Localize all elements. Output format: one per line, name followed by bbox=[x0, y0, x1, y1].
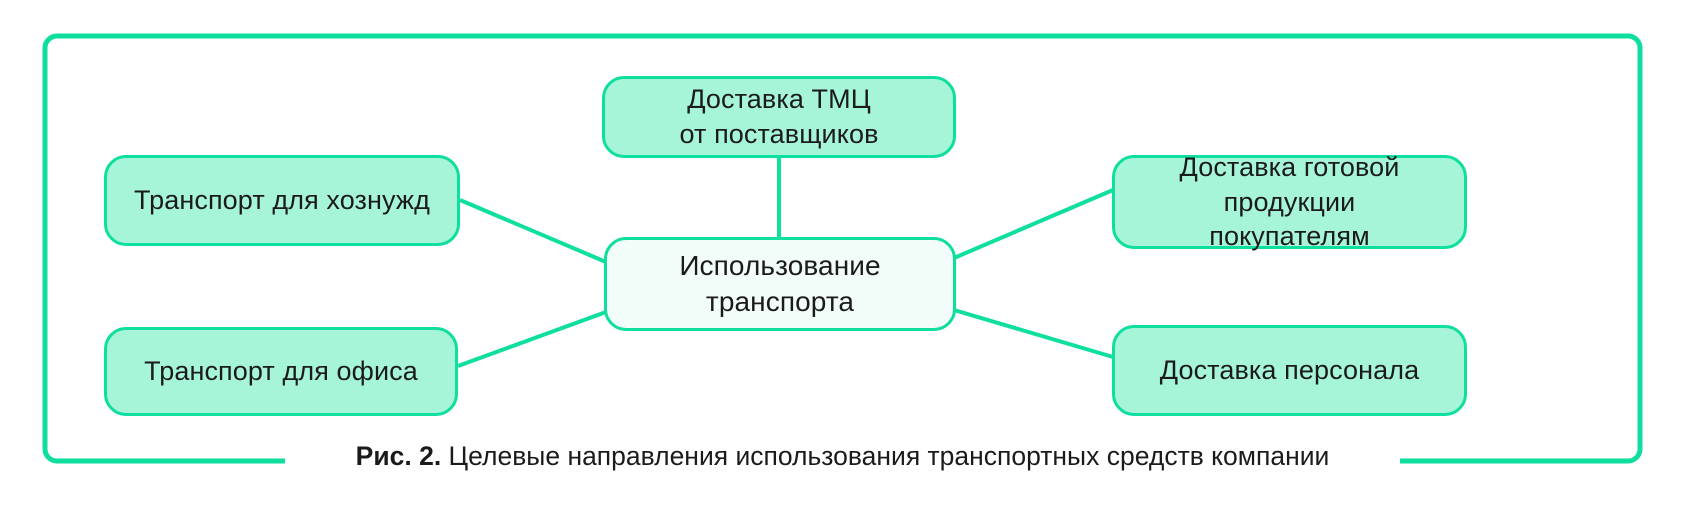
edge-center-to-delivery-products bbox=[953, 188, 1114, 260]
figure-caption-number: Рис. 2. bbox=[355, 441, 442, 471]
figure-frame bbox=[42, 33, 1643, 464]
figure-caption-text: Целевые направления использования трансп… bbox=[441, 441, 1330, 471]
node-transport-hoznuzhd[interactable]: Транспорт для хознужд bbox=[104, 155, 460, 246]
node-delivery-personnel[interactable]: Доставка персонала bbox=[1112, 325, 1467, 416]
node-transport-office-label: Транспорт для офиса bbox=[144, 356, 418, 387]
figure-caption: Рис. 2. Целевые направления использовани… bbox=[0, 441, 1685, 473]
node-center-transport-usage[interactable]: Использование транспорта bbox=[604, 237, 956, 331]
node-transport-office[interactable]: Транспорт для офиса bbox=[104, 327, 458, 416]
node-transport-hoznuzhd-label: Транспорт для хознужд bbox=[134, 185, 430, 216]
node-delivery-products[interactable]: Доставка готовой продукции покупателям bbox=[1112, 152, 1467, 251]
node-delivery-tmc-label: Доставка ТМЦ от поставщиков bbox=[679, 84, 879, 149]
node-delivery-tmc[interactable]: Доставка ТМЦ от поставщиков bbox=[602, 76, 956, 158]
edge-center-to-transport-office bbox=[457, 310, 607, 368]
edge-center-to-delivery-personnel bbox=[953, 308, 1114, 359]
node-center-label: Использование транспорта bbox=[679, 250, 881, 317]
node-delivery-personnel-label: Доставка персонала bbox=[1159, 355, 1420, 386]
caption-backdrop bbox=[285, 432, 1400, 472]
node-delivery-products-label: Доставка готовой продукции покупателям bbox=[1179, 152, 1400, 252]
edge-center-to-transport-hoznuzhd bbox=[459, 198, 607, 264]
